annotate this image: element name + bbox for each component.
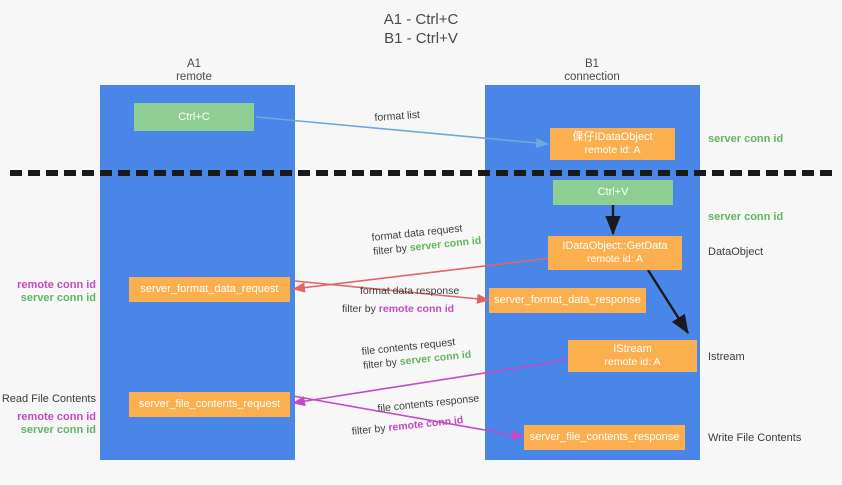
node-idataobject-getdata-remote-id: remote id: A: [586, 253, 644, 265]
annotation-format-server-conn-id: server conn id: [20, 292, 96, 304]
lane-header-b1: B1 connection: [502, 58, 682, 84]
annotation-write-file-contents: Write File Contents: [708, 432, 802, 444]
annotation-file-server-conn-id: server conn id: [20, 424, 96, 436]
node-istream[interactable]: IStream remote id: A: [568, 340, 697, 372]
edge-format-list: [255, 116, 549, 148]
annotation-file-remote-conn-id: remote conn id: [17, 411, 96, 423]
edge-getdata-istream: [646, 269, 690, 335]
edge-label-format-data-response: format data response filter by remote co…: [336, 284, 459, 316]
node-ctrl-v[interactable]: Ctrl+V: [553, 180, 673, 205]
annotation-istream: Istream: [708, 351, 745, 363]
lane-a1-subtitle: remote: [176, 71, 212, 83]
lane-a1-name: A1: [186, 58, 202, 70]
title-line-1: A1 - Ctrl+C: [383, 11, 459, 28]
phase-divider: [10, 170, 832, 176]
edge-file-contents-request: [292, 359, 569, 407]
node-server-file-contents-request[interactable]: server_file_contents_request: [129, 392, 290, 417]
diagram-title: A1 - Ctrl+C B1 - Ctrl+V: [0, 10, 842, 48]
node-ctrl-c-label: Ctrl+C: [178, 110, 210, 123]
edge-label-format-data-response-filter: filter by remote conn id: [342, 303, 455, 315]
node-istream-label: IStream: [613, 343, 652, 355]
annotation-dataobject: DataObject: [708, 246, 764, 258]
annotation-read-file-contents: Read File Contents: [1, 393, 96, 405]
lane-header-a1: A1 remote: [104, 58, 284, 84]
node-server-format-data-request[interactable]: server_format_data_request: [129, 277, 290, 302]
edge-file-contents-response: [292, 395, 525, 440]
node-server-format-data-response-label: server_format_data_response: [494, 294, 641, 306]
lane-b1-name: B1: [584, 58, 600, 70]
node-server-file-contents-response-label: server_file_contents_response: [529, 431, 680, 443]
lane-b1-subtitle: connection: [564, 71, 620, 83]
node-istream-remote-id: remote id: A: [604, 356, 661, 368]
edge-format-data-request: [292, 257, 552, 293]
node-idataobject-clipboard[interactable]: 倮仔IDataObject remote id: A: [550, 128, 675, 160]
edge-format-data-response: [294, 280, 490, 304]
node-ctrl-c[interactable]: Ctrl+C: [134, 103, 254, 131]
node-server-file-contents-response[interactable]: server_file_contents_response: [524, 425, 685, 450]
node-server-format-data-response[interactable]: server_format_data_response: [489, 288, 646, 313]
annotation-server-conn-id-mid: server conn id: [708, 211, 784, 223]
node-idataobject-getdata-label: IDataObject::GetData: [562, 240, 668, 252]
title-line-2: B1 - Ctrl+V: [384, 30, 458, 47]
node-server-file-contents-request-label: server_file_contents_request: [138, 398, 281, 410]
node-idataobject-clipboard-remote-id: remote id: A: [584, 144, 641, 156]
annotation-server-conn-id-top: server conn id: [708, 133, 784, 145]
edge-label-format-data-response-text: format data response: [360, 285, 460, 297]
node-server-format-data-request-label: server_format_data_request: [140, 283, 279, 295]
annotation-format-remote-conn-id: remote conn id: [17, 279, 96, 291]
node-idataobject-getdata[interactable]: IDataObject::GetData remote id: A: [548, 236, 682, 270]
node-idataobject-clipboard-label: 倮仔IDataObject: [572, 131, 653, 143]
node-ctrl-v-label: Ctrl+V: [597, 186, 629, 198]
